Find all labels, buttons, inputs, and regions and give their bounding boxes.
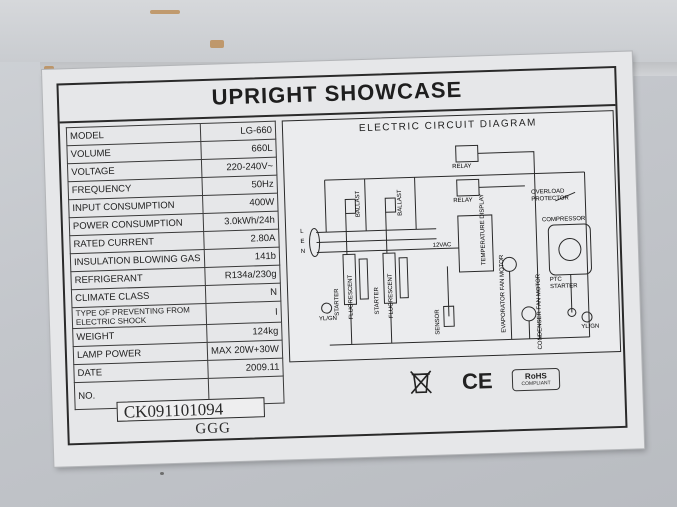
serial-number: CK091101094 (116, 397, 266, 422)
rust-spot (210, 40, 224, 48)
spec-value: I (205, 301, 282, 325)
starter-label: STARTER (334, 288, 341, 316)
spec-value: 660L (200, 139, 277, 160)
rohs-mark: RoHS COMPLIANT (511, 367, 561, 392)
starter-label: STARTER (373, 287, 381, 315)
label-title: UPRIGHT SHOWCASE (211, 76, 463, 110)
spec-value: 3.0kWh/24h (202, 211, 279, 232)
overload-protector-label: OVERLOAD PROTECTOR (531, 188, 569, 203)
circuit-diagram: ELECTRIC CIRCUIT DIAGRAM (281, 110, 622, 363)
ballast-label: BALLAST (354, 190, 362, 218)
wall-speck (160, 472, 164, 475)
spec-value: 2009.11 (207, 358, 284, 379)
spec-value: N (204, 283, 281, 304)
rohs-mark-subtitle: COMPLIANT (521, 380, 551, 388)
weee-bin-icon (410, 370, 432, 395)
spec-value: R134a/230g (204, 265, 281, 286)
ground-label: YL/GN (581, 323, 600, 331)
ground-label: YL/GN (318, 315, 338, 323)
spec-value: 2.80A (203, 229, 280, 250)
spec-value: 124kg (206, 322, 283, 343)
spec-value: 220-240V~ (200, 157, 277, 178)
certification-row: CE RoHS COMPLIANT (289, 356, 620, 410)
relay-label: RELAY (453, 197, 473, 205)
spec-value: 400W (202, 193, 279, 214)
ballast-label: BALLAST (396, 189, 404, 216)
line-terminal-label: L (300, 228, 304, 235)
circuit-schematic (309, 144, 593, 346)
spec-value: MAX 20W+30W (206, 340, 283, 361)
rust-spot (150, 10, 180, 14)
product-code: GGG (195, 420, 232, 438)
vac-label: 12VAC (432, 242, 452, 249)
earth-terminal-label: E (300, 238, 305, 245)
ptc-starter-label: PTC STARTER (549, 276, 578, 291)
spec-value: 141b (203, 247, 280, 268)
relay-label: RELAY (452, 163, 472, 171)
ce-mark: CE (461, 368, 493, 394)
spec-value: 50Hz (201, 175, 278, 196)
neutral-terminal-label: N (300, 248, 306, 255)
spec-value: LG-660 (199, 121, 276, 142)
cabinet-top-panel (0, 0, 677, 62)
sensor-label: SENSOR (434, 309, 442, 335)
